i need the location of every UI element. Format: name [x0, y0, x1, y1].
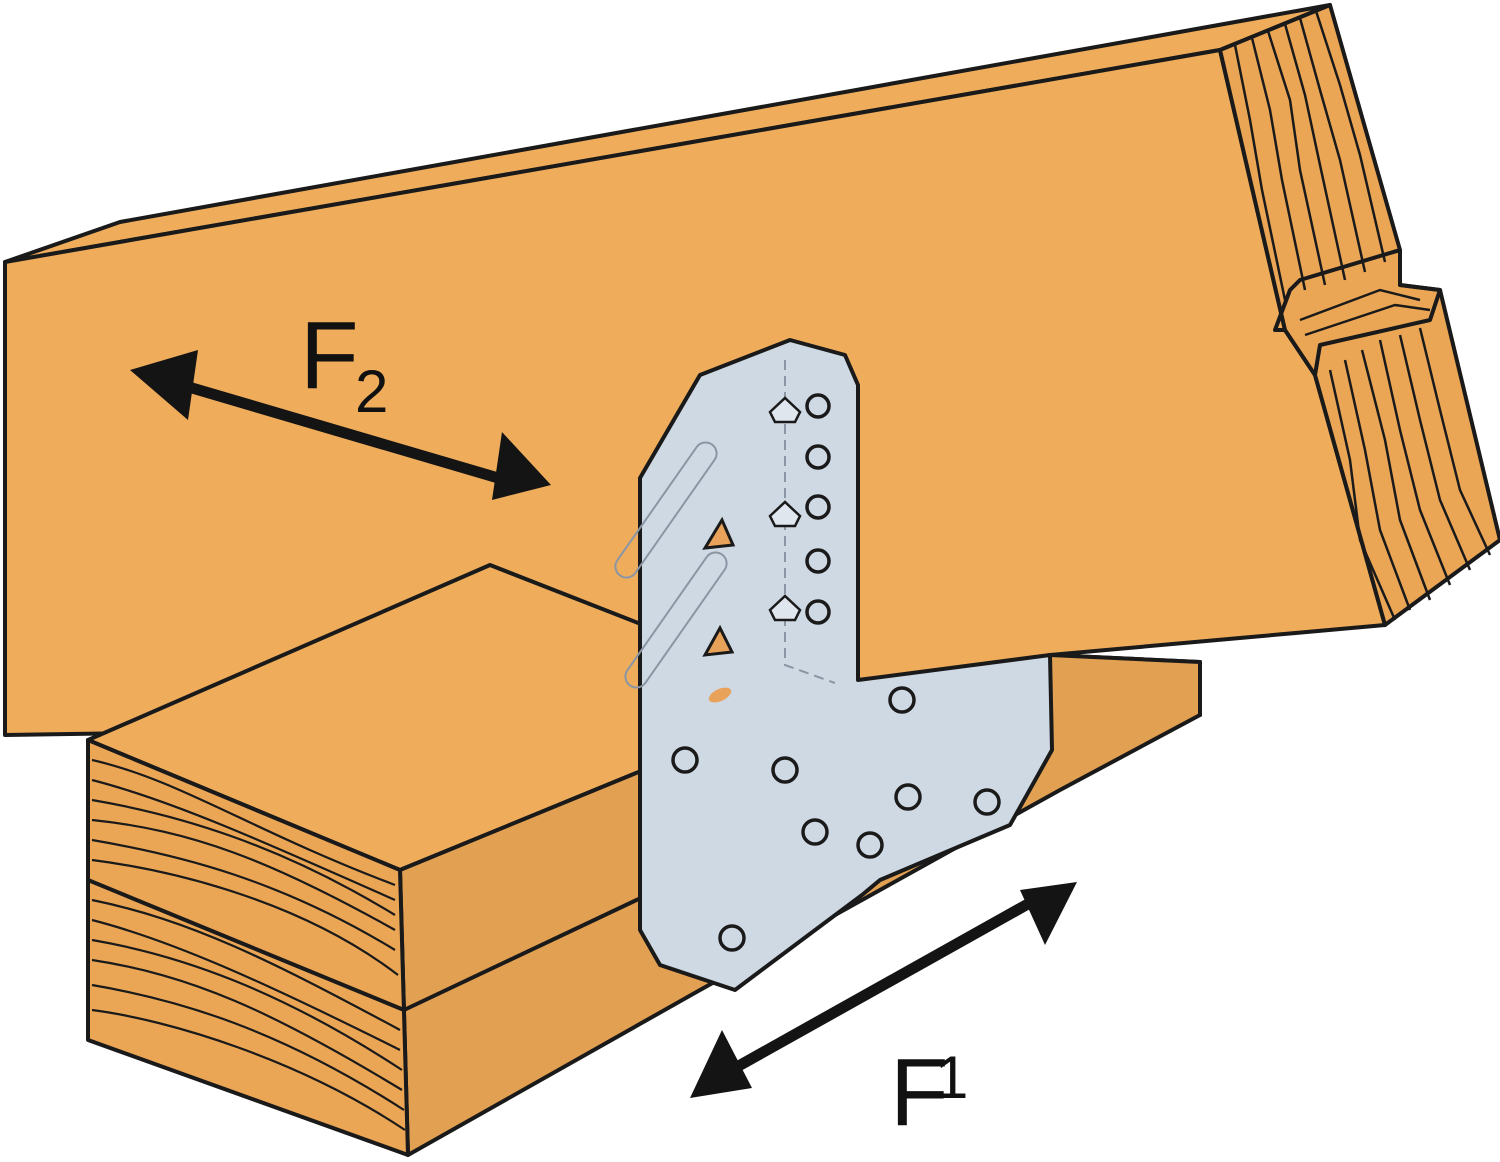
force-label-f2: F 2	[300, 302, 388, 425]
steel-holes-vertical	[805, 393, 831, 625]
force-arrow-f2	[130, 350, 551, 500]
f1-label-sub: 1	[935, 1044, 968, 1111]
rafter-grain-lower	[1299, 288, 1492, 621]
force-label-f1: F 1	[890, 1039, 968, 1146]
steel-darts	[768, 396, 802, 622]
steel-angle-plate	[614, 338, 1054, 992]
rafter-grain-upper	[1233, 10, 1387, 301]
steel-holes-horizontal	[671, 686, 1001, 952]
rafter-end-grain	[1218, 3, 1500, 627]
f2-arrowhead-left	[130, 350, 198, 420]
plate-grain	[91, 758, 406, 1131]
steel-orange-slot	[708, 687, 732, 703]
force-arrow-f1	[690, 882, 1077, 1098]
f2-label-sub: 2	[355, 358, 388, 425]
plate-ply-split	[87, 878, 405, 1012]
f2-arrowhead-right	[492, 432, 551, 500]
steel-bend-line	[784, 360, 836, 684]
rafter-break-line	[1273, 248, 1442, 376]
steel-slots	[614, 441, 728, 689]
f1-arrowhead-right	[1020, 882, 1077, 945]
f2-label-main: F	[300, 302, 359, 409]
steel-tab-2	[702, 624, 735, 657]
f1-label-main: F	[890, 1039, 949, 1146]
steel-plate-body	[638, 338, 1054, 992]
steel-tab-1	[702, 516, 736, 550]
f1-arrowhead-left	[690, 1030, 752, 1098]
